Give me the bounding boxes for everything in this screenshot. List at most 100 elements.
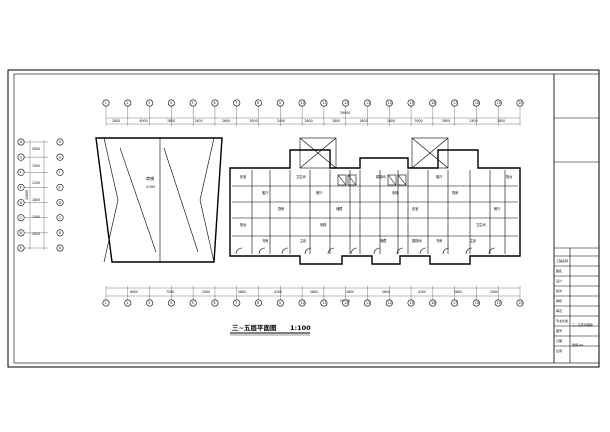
grid-label-left: C (20, 216, 23, 220)
room-label: 餐厅 (494, 206, 501, 211)
grid-label-bottom: 16 (431, 301, 435, 305)
grid-label-top: 7 (235, 101, 237, 105)
grid-label-left: E (20, 186, 22, 190)
grid-label-top: 4 (170, 101, 172, 105)
grid-label-left-inner: A (59, 246, 62, 250)
grid-bubble-left-inner (56, 229, 64, 237)
grid-label-top: 13 (366, 101, 370, 105)
grid-bubble-bottom (255, 299, 263, 307)
grid-bubble-left (17, 214, 25, 222)
grid-bubble-top (211, 99, 219, 107)
grid-bubble-left (17, 153, 25, 161)
grid-bubble-top (298, 99, 306, 107)
left-block: 商铺 4.500 (95, 137, 223, 263)
bottom-seg-dim: 2000 (490, 290, 498, 294)
grid-label-bottom: 3 (148, 301, 150, 305)
room-label: 卧室 (240, 174, 246, 179)
grid-label-bottom: 17 (453, 301, 457, 305)
grid-bubble-left-inner (56, 244, 64, 252)
top-seg-dim: 3000 (415, 119, 423, 123)
grid-bubble-left (17, 199, 25, 207)
room-label: 主卧 (300, 238, 307, 243)
grid-bubble-bottom (472, 299, 480, 307)
room-label: 书房 (262, 238, 268, 243)
grid-label-top: 2 (126, 101, 128, 105)
grid-label-top: 6 (213, 101, 215, 105)
title-block-row-label: 工程名称 (556, 258, 568, 263)
grid-bubble-top (276, 99, 284, 107)
grid-label-left: B (20, 231, 22, 235)
title-block-sheet: 建施-04 (572, 342, 583, 347)
top-seg-dim: 1800 (167, 119, 175, 123)
grid-bubble-bottom (189, 299, 197, 307)
bottom-seg-dim: 2000 (202, 290, 210, 294)
grid-bubble-bottom (342, 299, 350, 307)
grid-bubble-top (102, 99, 110, 107)
grid-label-bottom: 10 (301, 301, 305, 305)
grid-bubble-left (17, 138, 25, 146)
grid-label-top: 16 (431, 101, 435, 105)
grid-bubble-top (255, 99, 263, 107)
grid-label-left: H (20, 140, 23, 144)
left-total-dim: 12600 (25, 190, 29, 200)
grid-bubble-top (494, 99, 502, 107)
bottom-seg-dim: 2800 (454, 290, 462, 294)
grid-label-top: 12 (344, 101, 348, 105)
bottom-seg-dim: 7200 (166, 290, 174, 294)
grid-bubble-left (17, 183, 25, 191)
room-label: 卧室 (412, 206, 418, 211)
left-block-level: 4.500 (146, 185, 155, 189)
outer-frame (7, 69, 600, 368)
grid-label-bottom: 5 (192, 301, 194, 305)
grid-bubble-left-inner (56, 168, 64, 176)
grid-label-bottom: 8 (257, 301, 259, 305)
grid-label-left: G (20, 155, 23, 159)
bottom-seg-dim: 1800 (346, 290, 354, 294)
grid-bubble-left-inner (56, 153, 64, 161)
grid-label-left-inner: D (59, 201, 62, 205)
left-dimension-line: 12600 (25, 140, 45, 250)
grid-bubble-top (189, 99, 197, 107)
left-seg-dim: 1500 (32, 215, 40, 219)
title-block-row-label: 审定 (556, 308, 562, 313)
grid-bubble-bottom (429, 299, 437, 307)
grid-bubble-bottom (233, 299, 241, 307)
grid-label-top: 18 (475, 101, 479, 105)
room-label: 楼梯间 (412, 238, 422, 243)
room-label: 阳台 (240, 222, 246, 227)
residential-block: 卧室客厅厨房卫生间餐厅阳台书房主卧储藏楼梯间电梯卧室客厅厨房卫生间餐厅阳台书房主… (229, 149, 521, 265)
grid-label-bottom: 14 (388, 301, 392, 305)
grid-label-top: 5 (192, 101, 194, 105)
grid-label-bottom: 1 (105, 301, 107, 305)
title-block-row-label: 校对 (556, 288, 562, 293)
grid-bubble-top (320, 99, 328, 107)
room-label: 厨房 (278, 206, 284, 211)
top-seg-dim: 2800 (112, 119, 120, 123)
bottom-seg-dim: 4100 (274, 290, 282, 294)
grid-bubble-top (516, 99, 524, 107)
grid-label-left-inner: G (59, 155, 62, 159)
grid-label-top: 15 (410, 101, 414, 105)
grid-label-top: 17 (453, 101, 457, 105)
bottom-seg-dim: 2800 (310, 290, 318, 294)
grid-bubble-left-inner (56, 199, 64, 207)
grid-bubble-bottom (146, 299, 154, 307)
grid-bubble-bottom (516, 299, 524, 307)
top-seg-dim: 2600 (222, 119, 230, 123)
top-seg-dim: 2400 (470, 119, 478, 123)
grid-bubble-bottom (494, 299, 502, 307)
grid-bubble-bottom (211, 299, 219, 307)
top-seg-dim: 2600 (442, 119, 450, 123)
title-block-row-label: 审核 (556, 298, 562, 303)
top-seg-dim: 3000 (250, 119, 258, 123)
grid-label-left: D (20, 201, 23, 205)
grid-label-left-inner: E (59, 186, 61, 190)
grid-bubble-top (363, 99, 371, 107)
grid-bubble-top (385, 99, 393, 107)
grid-bubble-left-inner (56, 214, 64, 222)
grid-bubble-top (167, 99, 175, 107)
left-seg-dim: 1800 (32, 198, 40, 202)
